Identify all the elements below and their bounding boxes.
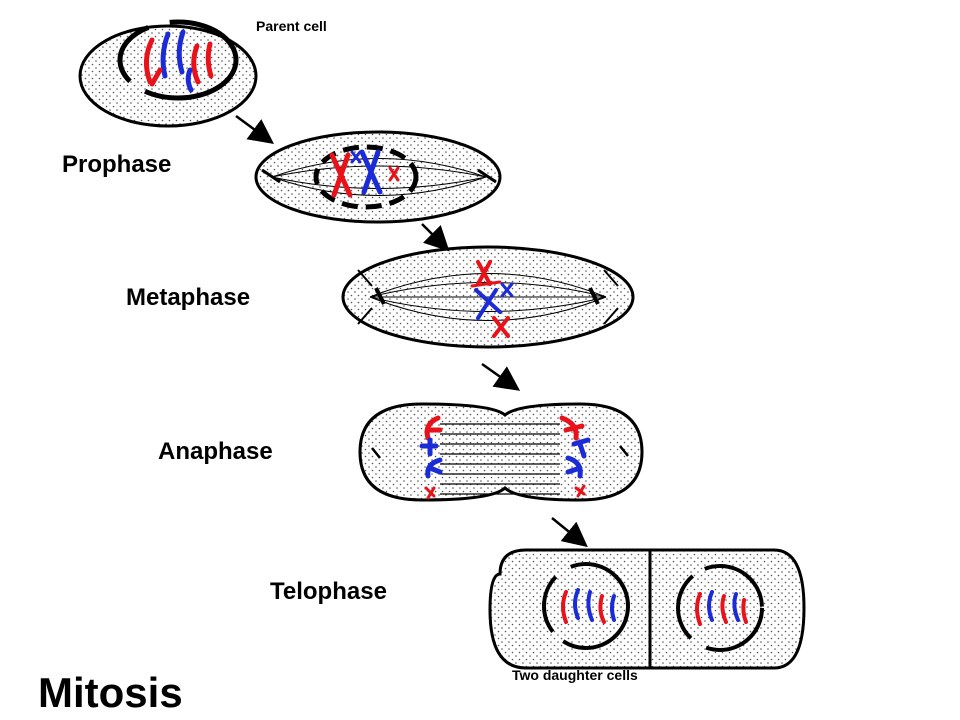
- prophase-cell: [254, 130, 502, 224]
- metaphase-label: Metaphase: [126, 284, 251, 311]
- prophase-chromosomes: [329, 149, 400, 198]
- diagram-title: Mitosis: [38, 669, 183, 716]
- prophase-label: Prophase: [62, 151, 172, 178]
- arrow-parent-to-prophase: [235, 114, 275, 144]
- anaphase-label: Anaphase: [158, 438, 273, 465]
- daughter-cells-label: Two daughter cells: [512, 667, 638, 683]
- parent-cell-label: Parent cell: [256, 18, 327, 34]
- metaphase-cell: [341, 245, 635, 349]
- arrow-anaphase-to-telophase: [551, 517, 588, 548]
- telophase-label: Telophase: [270, 578, 387, 605]
- arrow-prophase-to-metaphase: [421, 223, 450, 252]
- daughter-chromosomes-left: [561, 588, 616, 624]
- daughter-chromosomes-right: [695, 590, 748, 626]
- anaphase-cell: [358, 402, 644, 502]
- anaphase-chromosomes: [419, 415, 591, 500]
- telophase-cells: [488, 548, 806, 670]
- metaphase-chromosomes: [470, 260, 514, 338]
- arrow-metaphase-to-anaphase: [481, 362, 521, 391]
- progression-arrows: [235, 114, 588, 548]
- parent-cell: [78, 19, 258, 128]
- parent-chromosomes: [144, 29, 214, 93]
